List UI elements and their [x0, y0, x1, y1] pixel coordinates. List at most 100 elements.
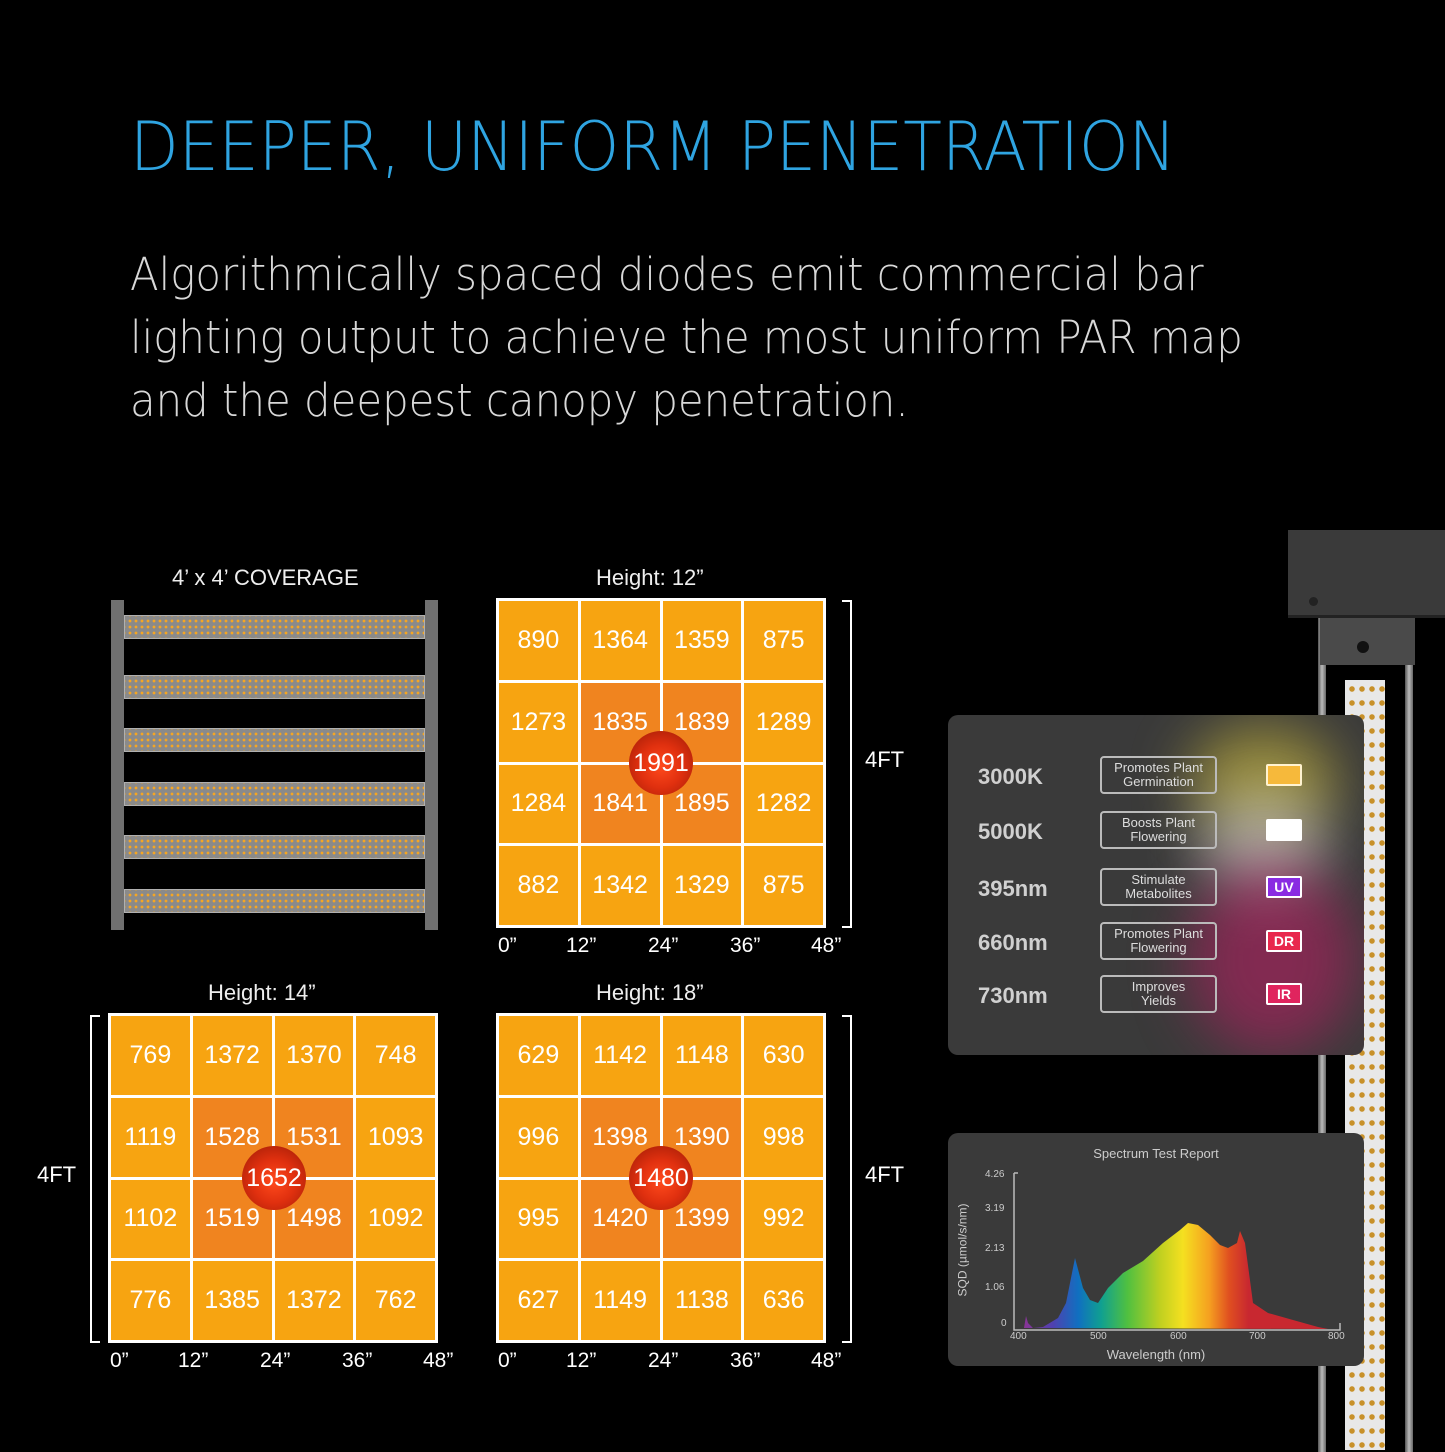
y-tick: 3.19: [985, 1203, 1005, 1214]
par-map-title: Height: 18”: [596, 980, 704, 1005]
x-tick: 12”: [566, 934, 597, 957]
feature-name: 730nm: [978, 983, 1048, 1008]
par-cell: 1531: [274, 1097, 354, 1177]
peak-value-badge: 1652: [242, 1146, 306, 1210]
light-bar: [124, 782, 425, 806]
x-tick: 36”: [730, 934, 761, 957]
feature-name: 3000K: [978, 764, 1043, 789]
x-tick: 48”: [423, 1349, 454, 1372]
x-tick: 48”: [811, 1349, 842, 1372]
par-cell: 1282: [744, 764, 823, 844]
par-cell: 875: [744, 846, 823, 925]
side-label: 4FT: [37, 1162, 77, 1187]
par-cell: 769: [111, 1016, 190, 1095]
chart-title: Spectrum Test Report: [1093, 1146, 1219, 1161]
par-cell: 1364: [580, 601, 660, 680]
par-grid: 629 1142 1148 630 996 1398 1390 998 995 …: [496, 1013, 826, 1343]
height-bracket: [842, 600, 852, 928]
page-subtitle: Algorithmically spaced diodes emit comme…: [130, 248, 1243, 427]
par-cell: 882: [499, 846, 578, 925]
par-cell: 1119: [111, 1097, 190, 1177]
par-map-title: Height: 14”: [208, 980, 316, 1005]
infrared-led-icon: IR: [1266, 983, 1302, 1005]
x-tick: 400: [1010, 1331, 1027, 1342]
par-cell: 636: [744, 1261, 823, 1340]
y-tick: 0: [1001, 1318, 1007, 1329]
x-tick: 12”: [566, 1349, 597, 1372]
x-tick: 36”: [730, 1349, 761, 1372]
par-cell: 1329: [662, 846, 742, 925]
screw-icon: [1357, 641, 1369, 653]
par-cell: 762: [356, 1261, 435, 1340]
par-cell: 1342: [580, 846, 660, 925]
par-cell: 992: [744, 1179, 823, 1259]
par-cell: 996: [499, 1097, 578, 1177]
x-tick: 48”: [811, 934, 842, 957]
side-label: 4FT: [865, 747, 905, 772]
y-tick: 4.26: [985, 1169, 1005, 1180]
fixture-bracket: [1320, 615, 1415, 665]
x-tick: 0”: [110, 1349, 129, 1372]
x-tick: 0”: [498, 934, 517, 957]
x-tick: 0”: [498, 1349, 517, 1372]
par-cell: 1093: [356, 1097, 435, 1177]
par-cell: 1372: [192, 1016, 272, 1095]
warm-white-led-icon: [1266, 764, 1302, 786]
cool-white-led-icon: [1266, 819, 1302, 841]
feature-name: 5000K: [978, 819, 1043, 844]
feature-name: 660nm: [978, 930, 1048, 955]
par-cell: 1148: [662, 1016, 742, 1095]
coverage-post-left: [111, 600, 124, 930]
par-cell: 1385: [192, 1261, 272, 1340]
chart-x-label: Wavelength (nm): [1106, 1347, 1206, 1362]
fixture-rail: [1405, 612, 1413, 1452]
par-cell: 1372: [274, 1261, 354, 1340]
par-cell: 1284: [499, 764, 578, 844]
par-cell: 995: [499, 1179, 578, 1259]
x-tick: 24”: [648, 934, 679, 957]
par-grid: 890 1364 1359 875 1273 1835 1839 1289 12…: [496, 598, 826, 928]
par-cell: 630: [744, 1016, 823, 1095]
x-tick: 500: [1090, 1331, 1107, 1342]
par-cell: 875: [744, 601, 823, 680]
y-tick: 1.06: [985, 1282, 1005, 1293]
par-cell: 627: [499, 1261, 578, 1340]
screw-icon: [1309, 597, 1318, 606]
deep-red-led-icon: DR: [1266, 930, 1302, 952]
par-cell: 776: [111, 1261, 190, 1340]
x-tick: 600: [1170, 1331, 1187, 1342]
feature-name: 395nm: [978, 876, 1048, 901]
light-bar: [124, 889, 425, 913]
light-bar: [124, 675, 425, 699]
height-bracket: [842, 1015, 852, 1343]
par-cell: 1398: [580, 1097, 660, 1177]
par-map-title: Height: 12”: [596, 565, 704, 590]
x-tick: 700: [1249, 1331, 1266, 1342]
x-tick: 12”: [178, 1349, 209, 1372]
light-bar: [124, 615, 425, 639]
par-cell: 1895: [662, 764, 742, 844]
par-cell: 1149: [580, 1261, 660, 1340]
peak-value-badge: 1991: [629, 731, 693, 795]
par-cell: 1390: [662, 1097, 742, 1177]
side-label: 4FT: [865, 1162, 905, 1187]
par-cell: 998: [744, 1097, 823, 1177]
x-tick: 24”: [260, 1349, 291, 1372]
x-tick: 36”: [342, 1349, 373, 1372]
x-tick: 800: [1328, 1331, 1345, 1342]
light-bar: [124, 728, 425, 752]
par-cell: 629: [499, 1016, 578, 1095]
par-cell: 1273: [499, 682, 578, 762]
spectrum-plot: [1013, 1172, 1341, 1331]
par-cell: 890: [499, 601, 578, 680]
spectrum-chart: Spectrum Test Report SQD (µmol/s/nm) 4.2…: [948, 1133, 1364, 1366]
